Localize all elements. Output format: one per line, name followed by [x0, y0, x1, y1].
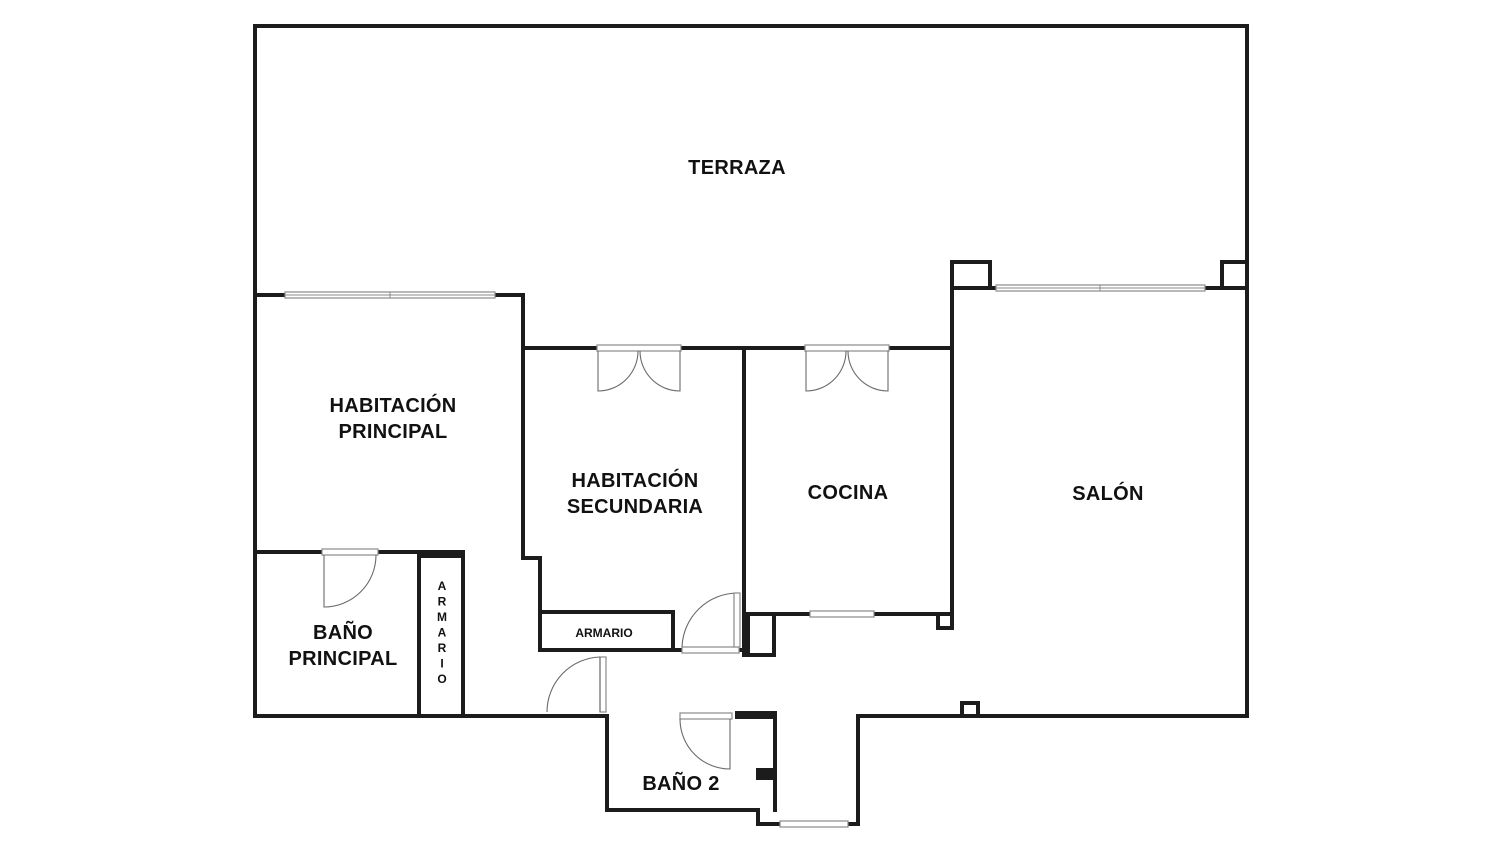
kitchen-door-frame: [804, 344, 890, 352]
bath2-top-block: [735, 711, 777, 719]
kitchen-door-swing: [805, 350, 889, 392]
label-bano-principal-2: PRINCIPAL: [289, 648, 398, 670]
windows: [284, 284, 1206, 828]
label-armario-vertical-letter: M: [437, 610, 447, 624]
label-habitacion-secundaria-2: SECUNDARIA: [567, 496, 703, 518]
bedroom-kitchen-top-wall: [521, 286, 954, 350]
bath2-side-block: [756, 768, 776, 780]
label-armario-vertical-letter: O: [437, 672, 446, 686]
master-bath-door-frame: [321, 548, 379, 556]
label-habitacion-principal-2: PRINCIPAL: [339, 421, 448, 443]
doors: [321, 344, 890, 770]
bath2-door-frame: [679, 712, 733, 720]
label-armario-vertical-letter: A: [438, 626, 447, 640]
kitchen-bottom-wall: [746, 286, 954, 616]
label-bano-2: BAÑO 2: [642, 772, 719, 795]
pillar-left: [950, 260, 992, 290]
label-salon: SALÓN: [1072, 481, 1144, 505]
bath2-door-swing: [679, 718, 731, 770]
kitchen-corner-pillar: [936, 612, 954, 630]
apartment-exterior-wall: [253, 286, 1249, 826]
secondary-bedroom-door-frame: [596, 344, 682, 352]
hall-pillar: [960, 701, 980, 718]
label-armario-vertical: ARMARIO: [437, 579, 447, 686]
label-armario-horizontal: ARMARIO: [575, 626, 632, 640]
closet-top-block: [419, 550, 465, 558]
master-bath-door-swing: [323, 554, 377, 608]
master-bedroom-hall-frame: [599, 656, 607, 713]
master-bedroom-hall-swing: [546, 656, 601, 713]
label-bano-principal-1: BAÑO: [313, 621, 373, 644]
closet-box-wall: [538, 610, 675, 652]
pillar-right: [1220, 260, 1249, 290]
label-terraza: TERRAZA: [688, 157, 786, 179]
entry-window: [779, 820, 849, 828]
label-armario-vertical-letter: R: [438, 595, 447, 609]
label-armario-vertical-letter: A: [438, 579, 447, 593]
kitchen-window: [809, 610, 875, 618]
label-habitacion-secundaria-1: HABITACIÓN: [571, 468, 698, 492]
label-armario-vertical-letter: I: [440, 657, 443, 671]
secondary-bedroom-entry-frame: [681, 646, 740, 654]
secondary-bedroom-entry-swing: [681, 592, 738, 648]
label-cocina: COCINA: [808, 482, 889, 504]
label-habitacion-principal-1: HABITACIÓN: [329, 393, 456, 417]
secondary-bedroom-door-swing: [597, 350, 681, 392]
kitchen-lower-jamb: [746, 612, 776, 657]
terrace-outer-wall: [253, 24, 1249, 297]
label-armario-vertical-letter: R: [438, 641, 447, 655]
room-labels: TERRAZA HABITACIÓN PRINCIPAL HABITACIÓN …: [289, 157, 1144, 795]
